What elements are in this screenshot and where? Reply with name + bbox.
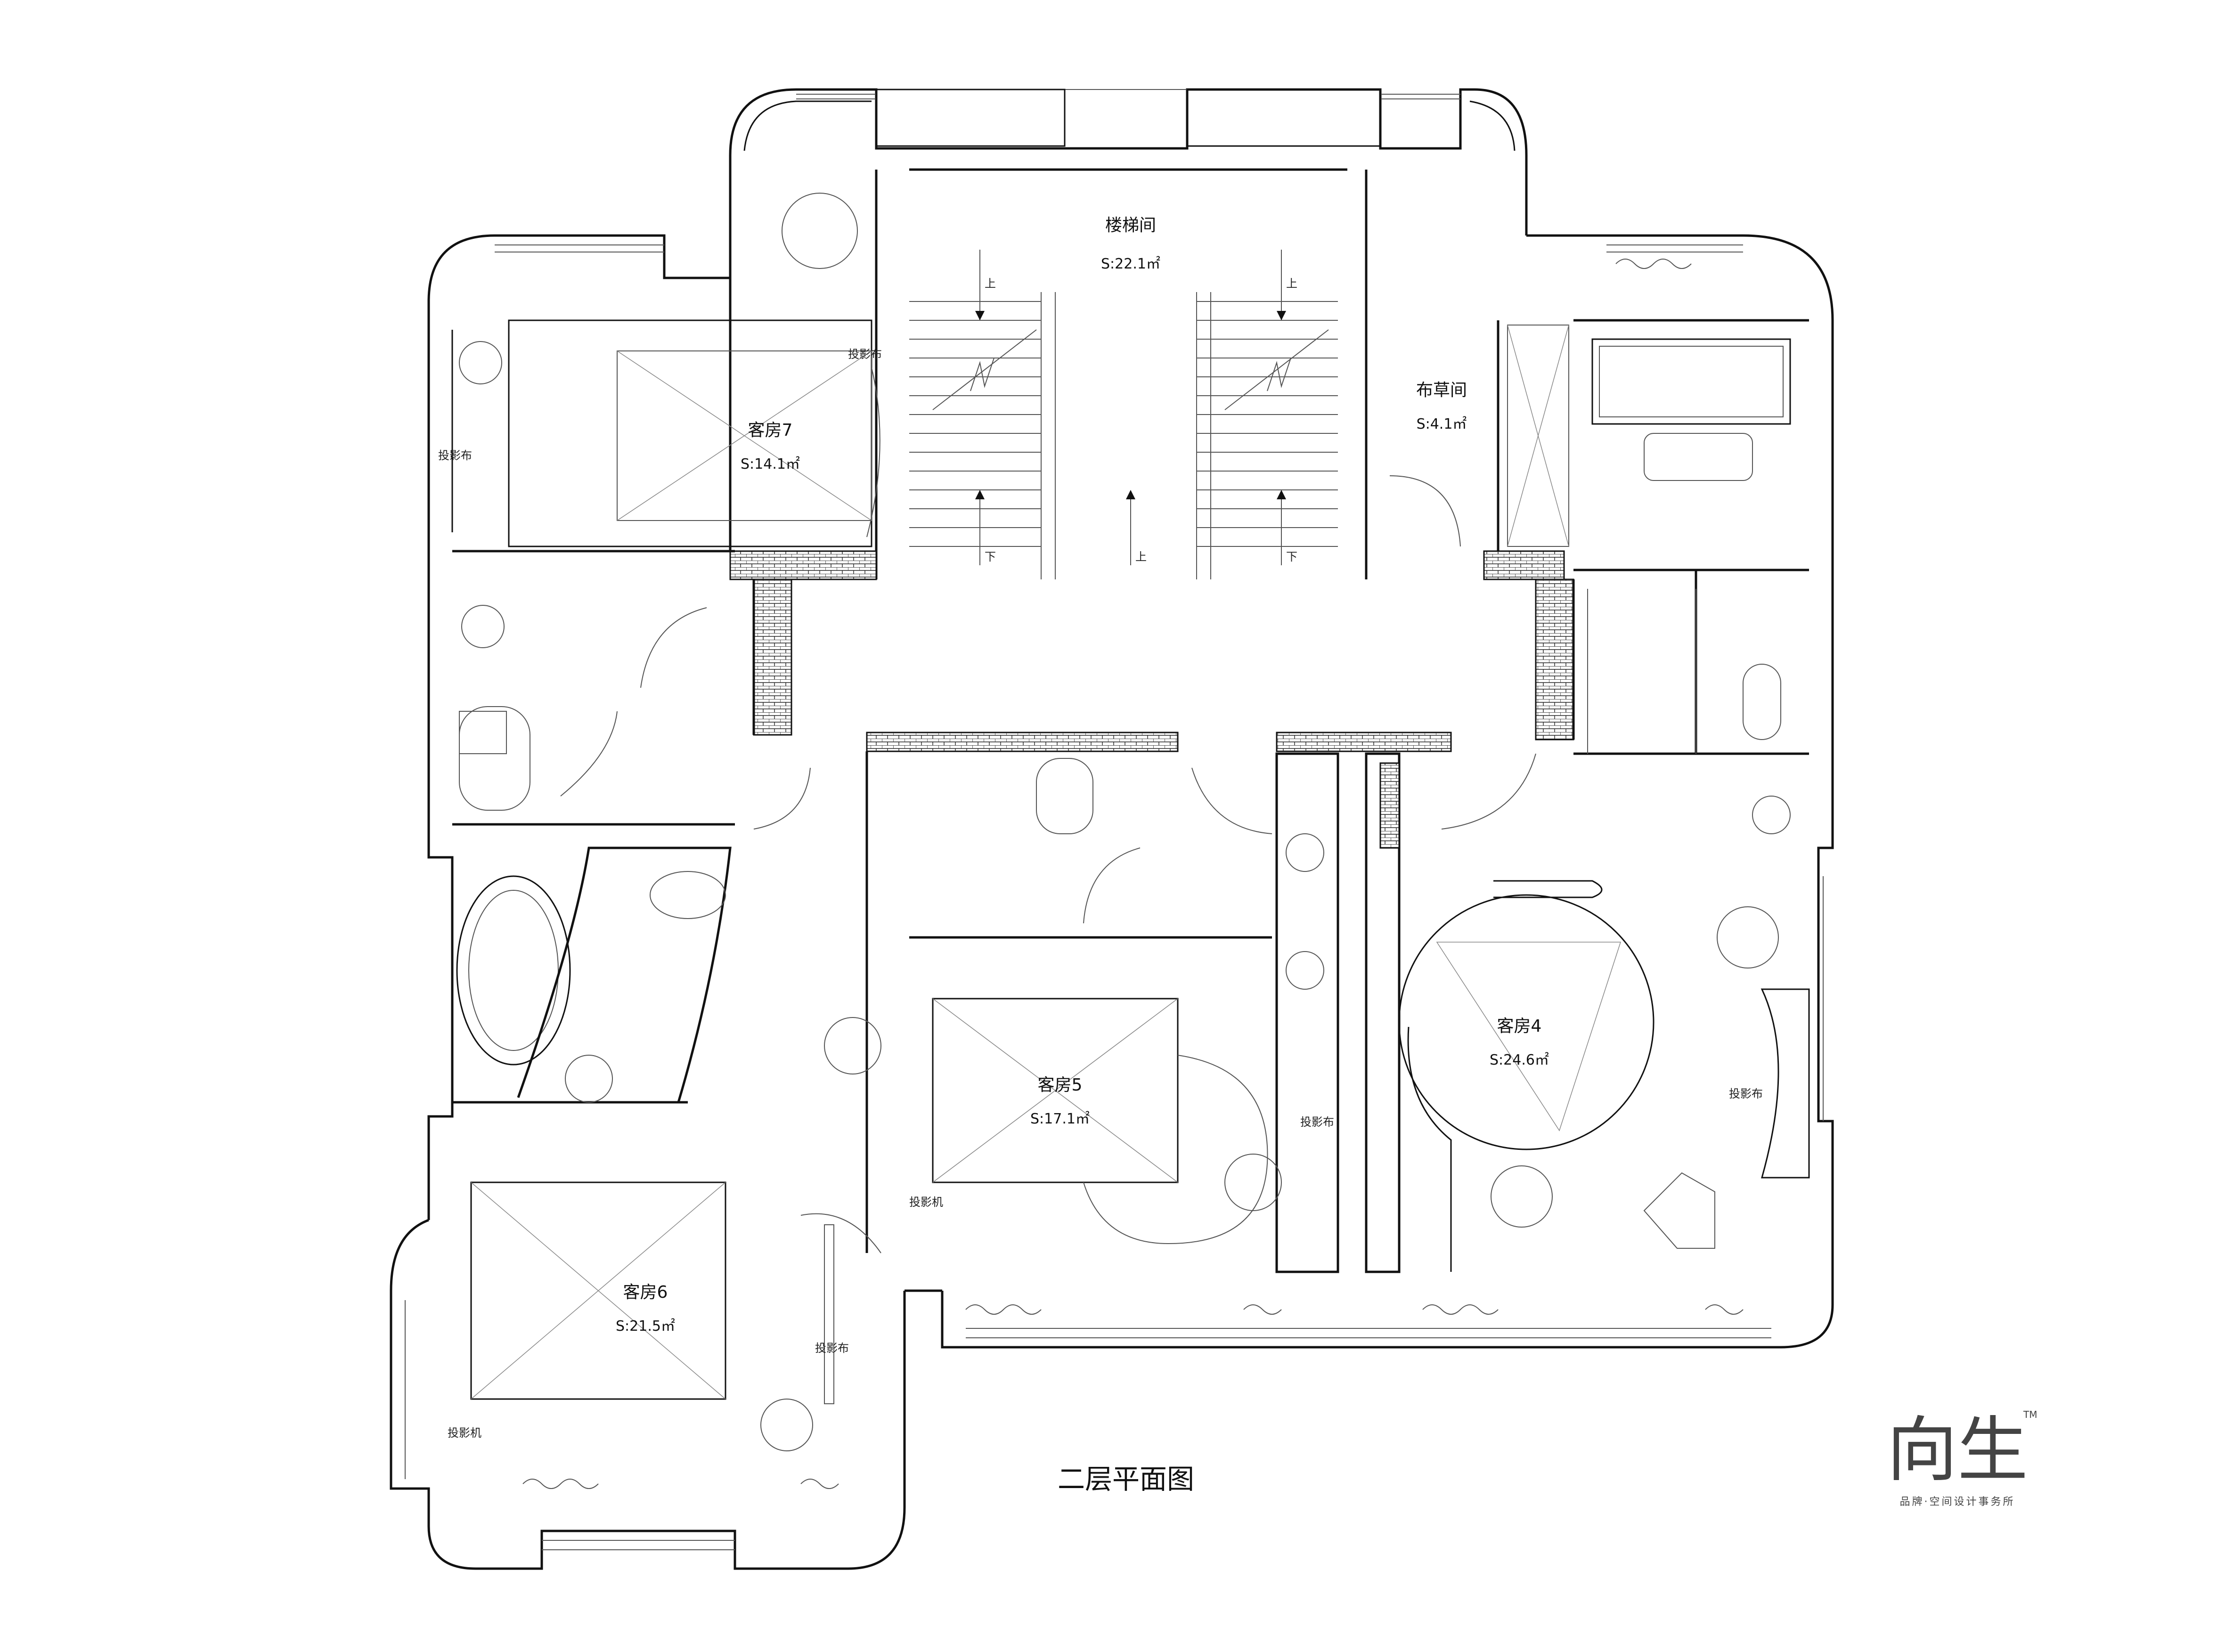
- note-projector-room5: 投影机: [909, 1196, 943, 1209]
- logo-wordmark: 向生: [1887, 1409, 2028, 1491]
- furniture: [456, 193, 1810, 1489]
- room-name-linen: 布草间: [1416, 381, 1467, 400]
- room-name-stairwell: 楼梯间: [1105, 216, 1156, 235]
- note-projector-room6: 投影机: [448, 1426, 481, 1440]
- room-area-guest6: S:21.5㎡: [616, 1318, 675, 1335]
- room-name-guest5: 客房5: [1038, 1075, 1083, 1095]
- logo-subtitle: 品牌·空间设计事务所: [1900, 1496, 2015, 1508]
- room-name-guest7: 客房7: [748, 421, 793, 440]
- room-name-guest6: 客房6: [623, 1283, 668, 1302]
- outer-walls: [390, 88, 1834, 1570]
- logo-trademark: TM: [2023, 1409, 2037, 1420]
- plant-icon: [824, 1017, 881, 1074]
- brand-logo: 向生 TM 品牌·空间设计事务所: [1887, 1409, 2037, 1508]
- staircase: 上 上 上 下 下: [909, 250, 1338, 579]
- stair-treads-right: [1197, 301, 1338, 547]
- note-screen-room6: 投影布: [815, 1342, 849, 1355]
- note-screen-room5: 投影布: [1300, 1115, 1334, 1129]
- room-area-guest4: S:24.6㎡: [1490, 1052, 1549, 1068]
- stair-mark-up-3: 上: [1135, 550, 1147, 563]
- plant-icon: [1717, 906, 1779, 968]
- stair-mark-down-1: 下: [985, 550, 996, 563]
- stair-treads-left: [909, 301, 1041, 547]
- interior-walls: [452, 168, 1809, 1273]
- note-screen-room7: 投影布: [438, 449, 472, 462]
- equipment-notes: 投影布 投影布 投影布 投影布 投影布 投影机 投影机: [438, 348, 1763, 1440]
- room-area-linen: S:4.1㎡: [1417, 416, 1467, 432]
- room-area-guest5: S:17.1㎡: [1030, 1111, 1090, 1127]
- round-bed-room4: [1398, 894, 1654, 1150]
- room-area-stairwell: S:22.1㎡: [1101, 256, 1160, 272]
- note-screen-room7-top: 投影布: [848, 348, 882, 361]
- room-area-guest7: S:14.1㎡: [741, 456, 800, 472]
- doors: [560, 475, 1696, 1253]
- stair-mark-down-2: 下: [1286, 550, 1297, 563]
- note-screen-room4: 投影布: [1729, 1087, 1763, 1100]
- plant-icon: [459, 341, 502, 384]
- stair-mark-up-2: 上: [1286, 277, 1297, 290]
- room-labels: 楼梯间 S:22.1㎡ 布草间 S:4.1㎡ 客房7 S:14.1㎡ 客房5 S…: [616, 216, 1549, 1335]
- bed-room7: [508, 319, 872, 547]
- plant-icon: [782, 193, 858, 269]
- stair-mark-up-1: 上: [985, 277, 996, 290]
- plan-title: 二层平面图: [1058, 1463, 1194, 1495]
- room-name-guest4: 客房4: [1497, 1017, 1542, 1036]
